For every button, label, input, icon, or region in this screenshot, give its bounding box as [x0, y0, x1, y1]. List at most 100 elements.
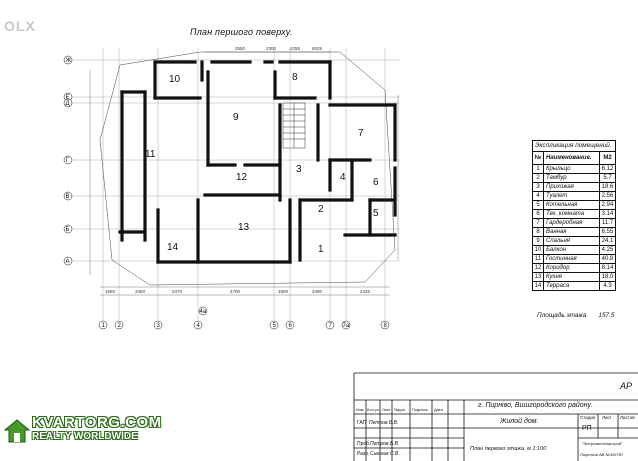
explication-title: Экспликация помещений. — [533, 141, 615, 153]
axis-col: 1 — [102, 323, 106, 329]
row-num: 4 — [533, 192, 544, 201]
row-name: Прихожая — [544, 183, 600, 192]
axis-row: Б — [66, 227, 70, 233]
row-num: 1 — [533, 165, 544, 174]
room-label: 12 — [236, 172, 248, 183]
axis-col: 7a — [343, 323, 350, 329]
room-label: 10 — [169, 74, 181, 85]
row-num: 12 — [533, 264, 544, 273]
dim-label: 1650 — [105, 289, 116, 294]
row-name: Спальня — [544, 237, 600, 246]
axis-row: Д — [66, 101, 70, 107]
col-list: Лист — [382, 407, 391, 412]
row-name: Гардеробная — [544, 219, 600, 228]
row-name: Терраса — [544, 282, 600, 291]
row-area: 4.3 — [603, 283, 612, 290]
axis-col: 4a — [200, 309, 207, 315]
room-label: 8 — [292, 72, 298, 83]
header-area: М2 — [603, 155, 612, 162]
axis-col: 4 — [197, 323, 201, 329]
row-area: 4.25 — [601, 247, 614, 254]
watermark-sub: REALTY WORLDWIDE — [32, 431, 138, 442]
row-name: Туалет — [544, 192, 600, 201]
row-area: 3.14 — [601, 211, 614, 218]
row-name: Котельная — [544, 201, 600, 210]
row-name: Ванная — [544, 228, 600, 237]
row-area: 2.94 — [601, 202, 614, 209]
row-area: 11.7 — [601, 220, 614, 227]
row-name: Балкон — [544, 246, 600, 255]
sheet-label: Лист — [602, 415, 612, 420]
col-izm: Изм. — [356, 407, 365, 412]
check-name: Петров Б.В. — [370, 441, 400, 447]
row-num: 13 — [533, 273, 544, 282]
row-area: 24.1 — [601, 238, 614, 245]
row-name: Гостинная — [544, 255, 600, 264]
row-num: 10 — [533, 246, 544, 255]
room-label: 2 — [318, 204, 324, 215]
row-area: 6.55 — [601, 229, 614, 236]
axis-row: Ж — [66, 58, 72, 64]
watermark-main: KVARTORG.COM — [32, 414, 162, 431]
gap-label: ГАП — [357, 420, 367, 426]
object-name: Жилой дом. — [500, 418, 539, 425]
axis-row: Г — [66, 158, 70, 164]
room-label: 14 — [167, 242, 179, 253]
plan-title: План першого поверху. — [190, 27, 293, 37]
sheets-label: Листов — [620, 415, 635, 420]
axis-col: 8 — [384, 323, 388, 329]
dev-label: Разр. — [357, 451, 370, 457]
explication-table: Экспликация помещений. № Наименование. М… — [532, 140, 616, 292]
row-num: 2 — [533, 174, 544, 183]
room-label: 4 — [340, 172, 346, 183]
floor-area-label: Площадь этажа — [537, 312, 587, 319]
row-name: Тамбур — [544, 174, 600, 183]
axis-col: 5 — [273, 323, 277, 329]
header-name: Наименование. — [544, 152, 600, 165]
sheet-name: План первого этажа. м 1:100 — [470, 446, 547, 452]
dim-label: 2425 — [360, 289, 371, 294]
dim-label: 3450 — [135, 289, 146, 294]
row-area: 2.56 — [601, 193, 614, 200]
row-area: 40.8 — [601, 256, 614, 263]
row-name: Тех. комната — [544, 210, 600, 219]
row-num: 7 — [533, 219, 544, 228]
col-date: Дата — [434, 407, 443, 412]
row-name: Кухня — [544, 273, 600, 282]
title-block-grid — [353, 372, 638, 461]
dim-label: 3480 — [312, 289, 323, 294]
axis-row: В — [66, 194, 70, 200]
license: Лицензия АВ №436787 — [580, 452, 624, 457]
check-label: Проб. — [357, 441, 371, 447]
dim-label: 4700 — [230, 289, 241, 294]
location: г. Пирнiво, Вишгородского району. — [478, 402, 593, 409]
walls — [118, 60, 397, 264]
grid-lines — [72, 48, 400, 320]
explication-header: № Наименование. М2 — [533, 152, 615, 166]
col-doc: №док. — [394, 407, 406, 412]
room-label: 9 — [233, 112, 239, 123]
dim-label: 1800 — [278, 289, 289, 294]
gap-name: Петров Б.В. — [369, 420, 399, 426]
axis-col: 7 — [329, 323, 333, 329]
axis-col: 2 — [118, 323, 122, 329]
watermark: KVARTORG.COM REALTY WORLDWIDE — [2, 414, 182, 443]
row-num: 6 — [533, 210, 544, 219]
row-area: 18.0 — [601, 274, 614, 281]
row-num: 5 — [533, 201, 544, 210]
row-area: 5.7 — [603, 175, 612, 182]
row-num: 9 — [533, 237, 544, 246]
row-num: 3 — [533, 183, 544, 192]
row-area: 8.14 — [601, 265, 614, 272]
row-name: Коридор — [544, 264, 600, 273]
olx-logo: OLX — [4, 18, 36, 34]
